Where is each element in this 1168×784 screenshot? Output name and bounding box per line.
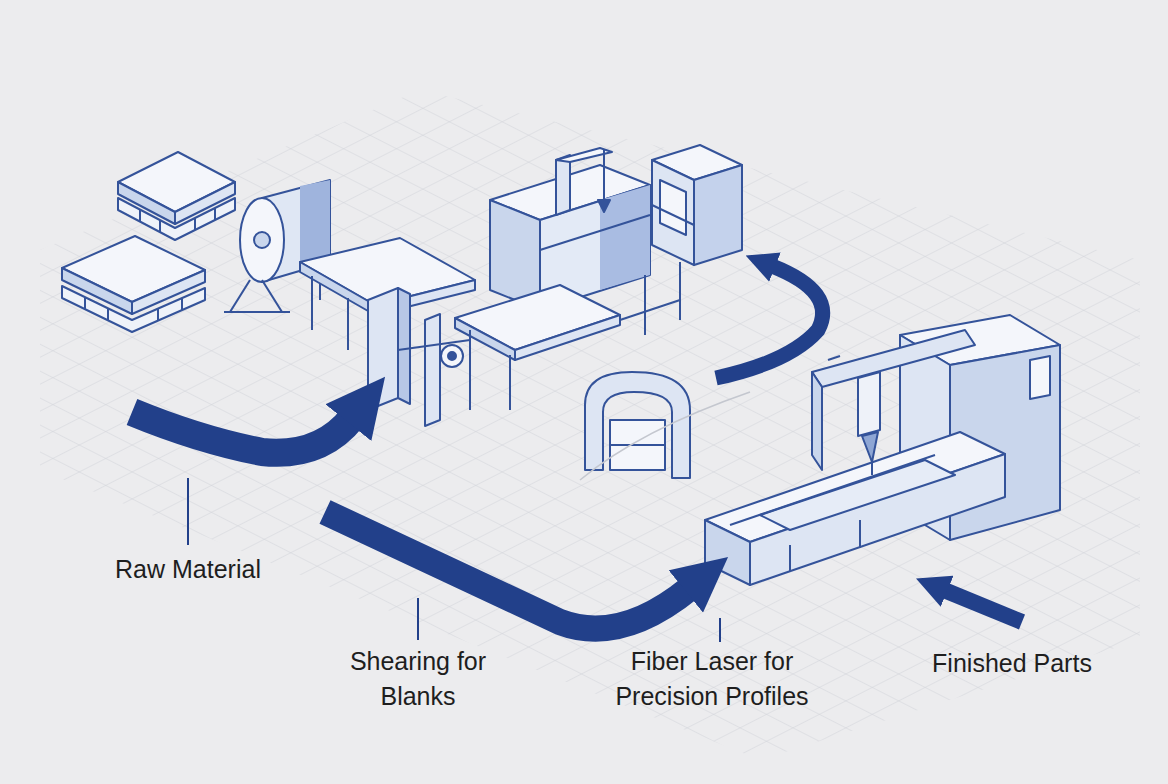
fiber-laser-machine <box>730 455 935 525</box>
fiber-laser-machine <box>760 460 955 530</box>
material-pallet <box>139 209 141 221</box>
fiber-laser-machine <box>812 330 975 387</box>
shear-machine <box>556 155 570 215</box>
feed-conveyor <box>425 314 440 426</box>
material-pallet <box>107 309 109 321</box>
shear-machine <box>540 215 650 250</box>
material-pallet <box>159 220 161 232</box>
feed-conveyor <box>368 288 398 410</box>
feed-conveyor <box>300 238 475 426</box>
feed-conveyor <box>398 288 410 404</box>
feed-conveyor <box>448 352 456 360</box>
shear-machine <box>455 318 515 360</box>
shear-machine <box>455 148 680 410</box>
material-pallet <box>84 297 86 309</box>
shear-machine <box>603 150 605 200</box>
flow-arrow <box>132 266 1022 629</box>
leader-line <box>187 478 189 545</box>
fiber-laser-machine <box>859 520 861 548</box>
material-pallet <box>118 198 235 240</box>
coil-uncoiler <box>240 198 284 282</box>
shear-machine <box>469 330 471 395</box>
floor-grid <box>40 90 1140 760</box>
fiber-laser-machine <box>705 520 750 585</box>
gantry-frame <box>585 372 690 478</box>
leader-line <box>719 618 721 642</box>
fiber-laser-machine <box>1030 356 1050 399</box>
fiber-laser-machine <box>812 372 822 470</box>
floor-grid <box>40 90 1140 760</box>
coil-uncoiler <box>224 311 290 313</box>
parts-rack <box>660 180 686 235</box>
feed-conveyor <box>441 345 463 367</box>
feed-conveyor <box>398 340 470 350</box>
flow-arrow <box>132 412 352 453</box>
fiber-laser-machine <box>705 315 1060 585</box>
coil-uncoiler <box>262 280 282 312</box>
fiber-laser-machine <box>858 372 880 436</box>
gantry-frame <box>585 372 690 478</box>
process-label: Raw Material <box>88 552 288 587</box>
coil-uncoiler <box>230 280 250 312</box>
shear-machine <box>620 300 680 320</box>
gantry-frame <box>610 444 665 446</box>
parts-rack <box>652 145 742 265</box>
material-pallet <box>62 286 205 332</box>
feed-conveyor <box>347 298 349 350</box>
feed-conveyor <box>311 276 313 330</box>
shear-machine <box>515 315 620 360</box>
coil-uncoiler <box>254 232 270 248</box>
shear-machine <box>598 200 610 212</box>
parts-rack <box>652 160 694 265</box>
fiber-laser-machine <box>828 356 840 360</box>
material-pallet <box>157 309 159 321</box>
fiber-laser-machine <box>789 545 791 572</box>
leader-line <box>188 478 720 642</box>
process-label: Fiber Laser for Precision Profiles <box>592 644 832 714</box>
process-label: Shearing for Blanks <box>323 644 513 714</box>
material-pallet <box>194 218 196 230</box>
fiber-laser-machine <box>871 462 873 475</box>
material-pallet <box>214 208 216 220</box>
fiber-laser-machine <box>862 432 878 462</box>
leader-line <box>417 598 419 640</box>
shear-machine <box>644 275 646 335</box>
process-label: Finished Parts <box>902 646 1122 681</box>
material-pallet <box>62 236 205 332</box>
material-pallet <box>181 298 183 310</box>
guide-line <box>580 392 750 480</box>
material-pallet <box>118 152 235 240</box>
flow-arrow <box>716 266 823 378</box>
flow-arrow <box>944 590 1022 622</box>
gantry-frame <box>610 420 665 470</box>
flow-arrow <box>325 512 690 629</box>
coil-uncoiler <box>224 180 330 312</box>
parts-rack <box>652 205 694 225</box>
shear-machine <box>679 262 681 320</box>
parts-rack <box>694 165 742 265</box>
floor-grid <box>40 90 1140 760</box>
shear-machine <box>509 355 511 410</box>
